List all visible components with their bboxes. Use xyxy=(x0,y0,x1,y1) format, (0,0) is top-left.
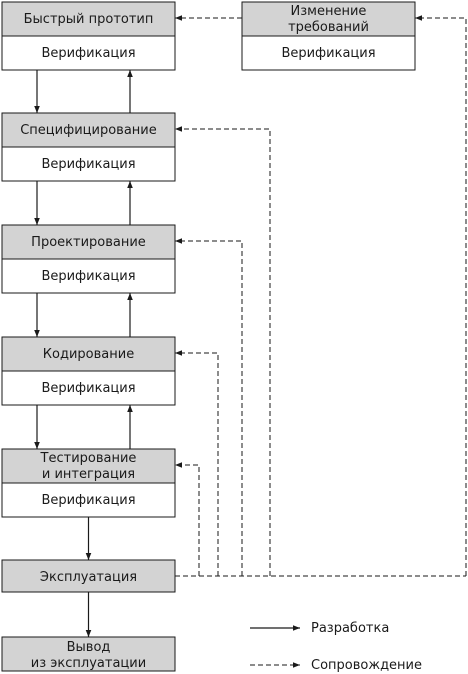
maintenance-to-design xyxy=(175,238,243,576)
stage-operation-title: Эксплуатация xyxy=(40,570,137,585)
legend-maintenance-label: Сопровождение xyxy=(311,658,422,673)
stage-coding-title: Кодирование xyxy=(43,347,134,362)
stage-testing-title-line1: Тестирование xyxy=(40,451,137,466)
requirements-change-box: Изменение требований Верификация xyxy=(241,1,416,71)
stage-testing-title-line2: и интеграция xyxy=(42,467,135,482)
legend-development-label: Разработка xyxy=(311,621,389,636)
stage-testing-verification: Верификация xyxy=(41,493,135,508)
requirements-change-title-line1: Изменение xyxy=(291,4,367,19)
stage-specification: Специфицирование Верификация xyxy=(1,112,176,182)
stage-design: Проектирование Верификация xyxy=(1,224,176,294)
stage-coding-verification: Верификация xyxy=(41,381,135,396)
maintenance-arrows xyxy=(175,15,467,577)
stage-prototype-title: Быстрый прототип xyxy=(24,12,154,27)
stage-retirement: Вывод из эксплуатации xyxy=(1,636,176,672)
requirements-change-verification: Верификация xyxy=(281,46,375,61)
stage-coding: Кодирование Верификация xyxy=(1,336,176,406)
legend: Разработка Сопровождение xyxy=(250,621,422,673)
stage-retirement-title-line1: Вывод xyxy=(67,640,111,655)
maintenance-to-testing xyxy=(175,462,200,576)
stage-prototype: Быстрый прототип Верификация xyxy=(1,1,176,71)
stage-design-title: Проектирование xyxy=(31,235,146,250)
stage-prototype-verification: Верификация xyxy=(41,46,135,61)
development-arrows xyxy=(34,70,133,637)
maintenance-to-spec xyxy=(175,126,271,576)
stage-operation: Эксплуатация xyxy=(1,559,176,593)
stage-specification-title: Специфицирование xyxy=(20,123,157,138)
maintenance-to-change xyxy=(415,15,467,576)
stage-testing: Тестирование и интеграция Верификация xyxy=(1,448,176,518)
requirements-change-title-line2: требований xyxy=(288,20,369,35)
stage-retirement-title-line2: из эксплуатации xyxy=(31,656,146,671)
stage-specification-verification: Верификация xyxy=(41,157,135,172)
maintenance-to-coding xyxy=(175,350,219,576)
stage-design-verification: Верификация xyxy=(41,269,135,284)
